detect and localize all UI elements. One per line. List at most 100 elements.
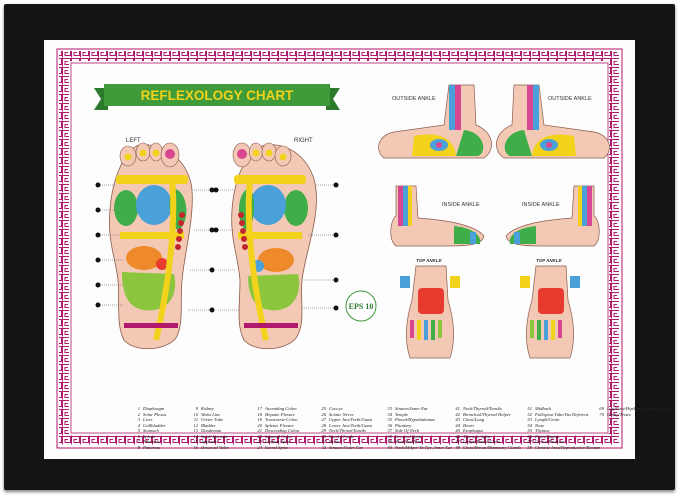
- legend-text: Vocal Chords: [329, 433, 354, 439]
- legend-number: 10: [193, 411, 198, 417]
- decorative-border: [56, 48, 623, 449]
- legend-text: Ureter Tube: [201, 417, 224, 422]
- legend-number: 52: [527, 411, 532, 417]
- outside-ankle-left-foot: [378, 84, 492, 159]
- legend-text: Stomach: [143, 428, 159, 433]
- legend-number: 53: [527, 417, 532, 422]
- legend-text: Small Intestine: [201, 433, 229, 439]
- legend-number: 19: [257, 417, 262, 422]
- legend-number: 6: [137, 433, 140, 439]
- legend-number: 25: [321, 406, 326, 411]
- legend-number: 35: [387, 417, 392, 422]
- legend-text: Leg/Knee/Hip/Lower Back Helper: [607, 406, 671, 411]
- legend-text: Sciatic Nerve: [329, 411, 354, 417]
- title-banner: REFLEXOLOGY CHART: [94, 84, 340, 110]
- legend-text: Waist Line: [201, 411, 221, 417]
- legend-text: Pituitary: [395, 422, 412, 428]
- legend-number: 23: [257, 439, 262, 444]
- legend-number: 37: [387, 428, 392, 433]
- legend-number: 57: [527, 439, 532, 444]
- legend-number: 32: [321, 444, 326, 450]
- legend-number: 28: [321, 422, 326, 428]
- picture-frame: REFLEXOLOGY CHART LEFT RIGHT: [4, 4, 675, 490]
- legend-number: 69: [599, 406, 604, 411]
- inside-ankle-label-1: INSIDE ANKLE: [442, 202, 480, 208]
- outside-ankle-label-2: OUTSIDE ANKLE: [548, 96, 592, 102]
- legend-text: Sacral Spine: [265, 444, 289, 450]
- legend-number: 51: [527, 406, 532, 411]
- legend-text: Descending Colon: [265, 428, 300, 433]
- legend-text: Neck/Helper To Eye, Inner Ear: [395, 444, 453, 450]
- legend-text: Uterus/Prostate: [535, 439, 565, 444]
- legend-text: Fallopian Tube/Vas Deferens: [535, 411, 589, 417]
- legend-number: 46: [455, 433, 460, 439]
- legend-number: 31: [321, 439, 326, 444]
- chart-title: REFLEXOLOGY CHART: [141, 88, 295, 103]
- legend-text: Duodenum: [201, 428, 222, 433]
- legend-number: 4: [137, 422, 140, 428]
- legend-text: Ileocecal Valve: [201, 444, 229, 450]
- legend-text: Penis/Vagina: [535, 433, 560, 439]
- legend-text: Temple: [395, 411, 409, 417]
- legend-text: Esophagus: [463, 428, 484, 433]
- top-ankle-right-foot: [520, 265, 580, 359]
- legend-number: 39: [387, 439, 392, 444]
- legend-text: Liver: [143, 417, 153, 422]
- legend-text: Coccyx: [329, 406, 343, 411]
- legend-text: Transverse Colon: [265, 417, 298, 422]
- legend-text: Solar Plexus: [143, 411, 167, 417]
- legend-text: Pineal/Hypothalamus: [395, 417, 436, 422]
- legend-number: 21: [257, 428, 262, 433]
- legend-number: 2: [137, 411, 140, 417]
- left-sole-map: [109, 142, 193, 350]
- legend-number: 33: [387, 406, 392, 411]
- legend-number: 29: [321, 428, 326, 433]
- poster: REFLEXOLOGY CHART LEFT RIGHT: [44, 40, 670, 459]
- legend-number: 70: [599, 411, 604, 417]
- legend-number: 30: [321, 433, 326, 439]
- legend-number: 27: [321, 417, 326, 422]
- legend-text: Sigmoid Colon: [265, 433, 293, 439]
- legend-number: 12: [193, 422, 198, 428]
- outside-ankle-label-1: OUTSIDE ANKLE: [392, 96, 436, 102]
- legend-text: Neck/Thyroid/Tonsils: [463, 406, 502, 411]
- left-foot-label: LEFT: [126, 138, 141, 144]
- right-sole-map: [231, 142, 317, 350]
- right-foot-label: RIGHT: [294, 138, 313, 144]
- legend-text: Neck/Throat/Tonsils: [329, 428, 366, 433]
